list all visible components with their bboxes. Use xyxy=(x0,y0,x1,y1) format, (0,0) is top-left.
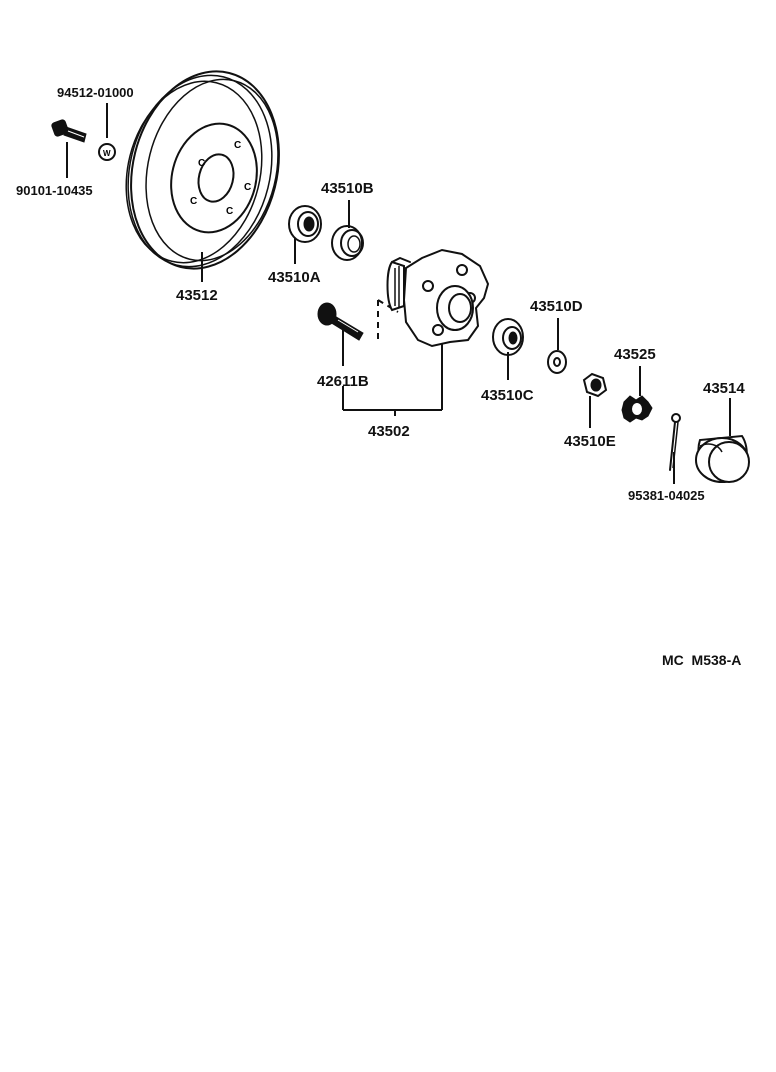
part-label-43510B: 43510B xyxy=(321,180,374,197)
part-label-43512: 43512 xyxy=(176,287,218,304)
part-label-43510E: 43510E xyxy=(564,433,616,450)
grease-cap-icon xyxy=(695,434,750,483)
nut-icon xyxy=(582,372,608,398)
svg-text:C: C xyxy=(244,182,251,193)
svg-text:C: C xyxy=(226,206,233,217)
part-label-43525: 43525 xyxy=(614,346,656,363)
nut-lock-cap-icon xyxy=(621,395,653,423)
part-label-94512: 94512-01000 xyxy=(57,85,134,100)
part-label-42611B: 42611B xyxy=(317,373,369,390)
part-label-95381: 95381-04025 xyxy=(628,488,705,503)
part-label-43514: 43514 xyxy=(703,380,745,397)
part-label-43502: 43502 xyxy=(368,423,410,440)
axle-hub-icon xyxy=(386,248,490,348)
svg-text:C: C xyxy=(198,158,205,169)
part-label-90101: 90101-10435 xyxy=(16,183,93,198)
part-label-43510C: 43510C xyxy=(481,387,534,404)
svg-text:C: C xyxy=(190,196,197,207)
brake-disc-icon: C C C C C xyxy=(125,70,280,270)
bearing-cup-icon xyxy=(331,225,364,261)
svg-text:C: C xyxy=(234,140,241,151)
svg-text:W: W xyxy=(103,149,111,158)
bearing-cone-icon xyxy=(288,205,322,243)
hub-bolt-icon xyxy=(317,302,364,341)
part-label-43510A: 43510A xyxy=(268,269,321,286)
bolt-icon xyxy=(51,119,87,143)
part-label-43510D: 43510D xyxy=(530,298,583,315)
washer-icon: W xyxy=(98,143,116,161)
diagram-code: MC M538-A xyxy=(662,652,742,668)
bearing-cone-icon xyxy=(492,318,524,356)
thrust-washer-icon xyxy=(547,350,567,374)
